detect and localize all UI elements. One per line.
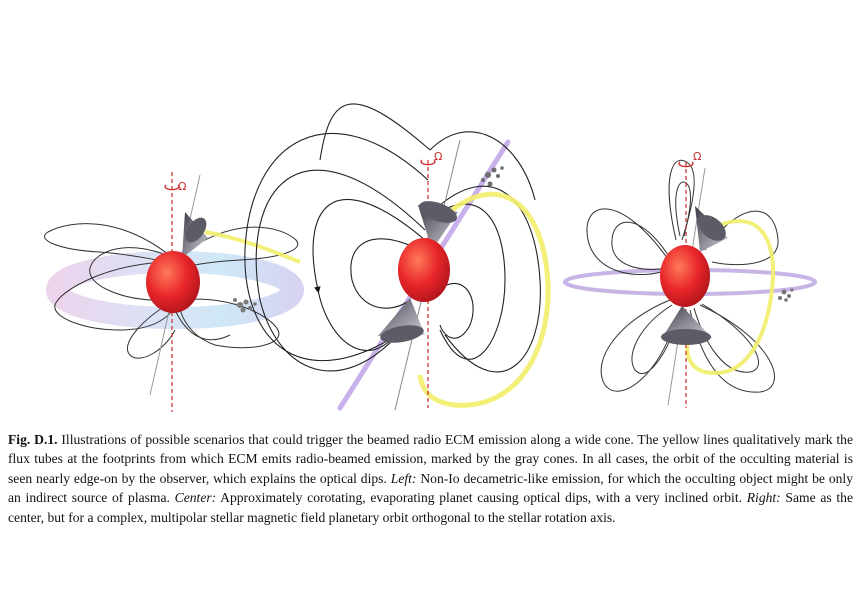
caption-text-4: Same as the center, but for a complex, m… (8, 490, 854, 525)
figure-illustration: Ω (44, 103, 817, 412)
center-rotation-arrow-icon (420, 159, 436, 166)
left-cone-base (185, 217, 207, 243)
center-rotation-symbol: Ω (434, 150, 442, 163)
right-rotation-symbol: Ω (693, 150, 701, 163)
left-occulting-object-icon (233, 298, 257, 313)
center-field-lines-left (244, 103, 431, 372)
center-flux-tube (417, 191, 551, 408)
right-panel: Ω (563, 150, 817, 408)
figure-caption: Fig. D.1. Illustrations of possible scen… (8, 430, 853, 527)
center-cone-top-base (418, 201, 458, 223)
right-star (660, 245, 710, 307)
center-field-lines-right (429, 131, 541, 373)
right-cone-top-base (698, 215, 726, 241)
right-cone-bottom-base (661, 329, 711, 345)
left-star (146, 251, 200, 313)
caption-right-label: Right: (746, 490, 781, 506)
center-evaporating-planet-icon (481, 166, 504, 187)
left-rotation-symbol: Ω (178, 180, 186, 193)
caption-center-label: Center: (174, 490, 217, 506)
center-cone-bottom-base (380, 325, 424, 343)
right-rotation-arrow-icon (678, 161, 694, 168)
center-panel: Ω (244, 103, 551, 411)
caption-label: Fig. D.1. (8, 432, 58, 447)
caption-text-1: Illustrations of possible scenarios that… (8, 432, 853, 486)
caption-text-2: Non-Io decametric-like emission, for whi… (8, 470, 853, 506)
center-star (398, 238, 450, 302)
left-panel: Ω (44, 172, 304, 412)
caption-text-3: Approximately corotating, evaporating pl… (216, 490, 747, 506)
right-occulting-object-icon (778, 288, 794, 302)
right-flux-tube (685, 219, 776, 376)
caption-left-label: Left: (390, 470, 417, 486)
left-flux-tube (204, 230, 301, 264)
left-rotation-arrow-icon (164, 184, 180, 191)
